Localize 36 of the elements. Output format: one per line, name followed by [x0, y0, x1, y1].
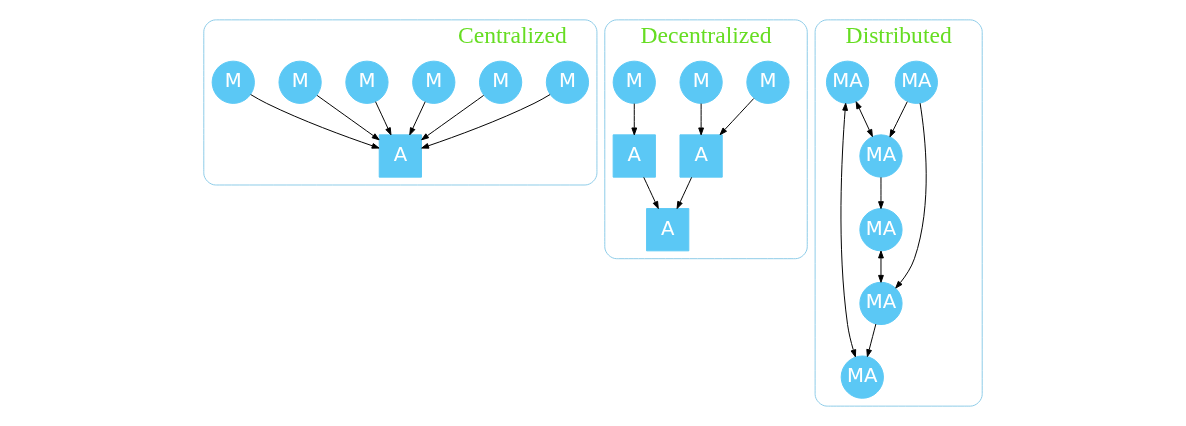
arrow	[878, 176, 884, 210]
node-circle: M	[746, 60, 790, 104]
node-circle: MA	[859, 134, 903, 178]
arrow	[421, 94, 485, 141]
arrow	[676, 176, 693, 210]
arrow	[375, 101, 392, 136]
node-circle: MA	[825, 60, 870, 104]
node-circle: MA	[894, 60, 938, 104]
node-circle: M	[545, 60, 590, 104]
node-circle: M	[412, 60, 456, 104]
node-circle: M	[612, 60, 656, 104]
node-box: A	[378, 134, 422, 178]
arrow	[698, 103, 704, 136]
node-circle: MA	[859, 208, 903, 252]
arrow	[878, 250, 884, 283]
arrow	[895, 102, 927, 289]
arrow	[840, 102, 857, 358]
node-circle: M	[211, 60, 255, 104]
arrow	[889, 101, 908, 138]
arrow	[631, 103, 638, 136]
node-circle: MA	[840, 355, 884, 399]
arrow	[855, 101, 873, 138]
arrow	[421, 94, 551, 149]
arrow	[316, 94, 380, 141]
arrow	[409, 101, 426, 136]
node-circle: M	[479, 60, 523, 104]
node-box: A	[612, 134, 656, 178]
arrow	[719, 98, 755, 136]
arrow	[643, 176, 659, 210]
node-circle: M	[278, 60, 322, 104]
node-circle: M	[345, 60, 389, 104]
node-box: A	[679, 134, 723, 178]
node-box: A	[646, 208, 690, 252]
arrow	[866, 323, 877, 358]
arrow	[250, 94, 380, 149]
node-circle: M	[679, 60, 723, 104]
